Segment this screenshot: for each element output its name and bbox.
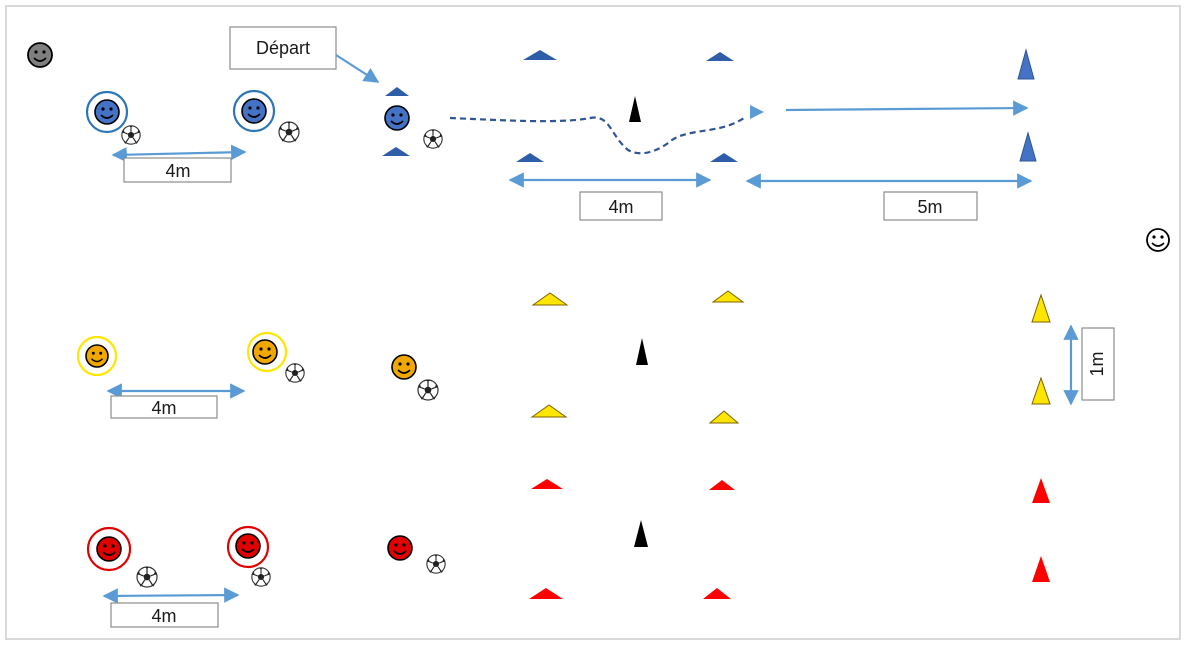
soccer-ball-icon bbox=[251, 567, 271, 587]
black-cone-icon bbox=[636, 338, 648, 365]
soccer-ball-icon bbox=[285, 363, 305, 383]
cone-icon bbox=[709, 480, 735, 490]
distance-label: 4m bbox=[110, 602, 219, 628]
cone-icon bbox=[529, 588, 563, 599]
svg-text:4m: 4m bbox=[151, 606, 176, 626]
distance-label: 5m bbox=[883, 191, 978, 221]
distance-label: 1m bbox=[1081, 327, 1115, 401]
arrow-head bbox=[750, 105, 764, 119]
distance-label: 4m bbox=[123, 157, 232, 183]
svg-text:4m: 4m bbox=[165, 161, 190, 181]
start-label-text: Départ bbox=[256, 38, 310, 58]
cone-icon bbox=[516, 153, 544, 162]
black-cone-icon bbox=[629, 96, 641, 122]
soccer-ball-icon bbox=[136, 566, 158, 588]
cone-icon bbox=[382, 147, 410, 156]
yellow-player-smiley-icon bbox=[391, 354, 417, 380]
red-row: 4m bbox=[86, 478, 1050, 628]
svg-text:4m: 4m bbox=[151, 398, 176, 418]
soccer-ball-icon bbox=[423, 129, 443, 149]
cone-icon bbox=[1017, 48, 1035, 80]
cone-icon bbox=[1031, 293, 1051, 323]
soccer-ball-icon bbox=[278, 121, 300, 143]
yellow-player-circled-1-smiley-icon bbox=[76, 335, 118, 377]
cone-icon bbox=[703, 588, 731, 599]
soccer-ball-icon bbox=[121, 125, 141, 145]
cone-icon bbox=[385, 87, 409, 96]
coach-smiley-icon bbox=[27, 42, 53, 68]
blue-player-smiley-icon bbox=[384, 105, 410, 131]
cone-icon bbox=[523, 50, 557, 60]
pass-arrow bbox=[785, 100, 1029, 116]
start-arrow bbox=[335, 54, 380, 83]
cone-icon bbox=[706, 52, 734, 61]
cone-icon bbox=[1019, 131, 1037, 162]
diagram-frame bbox=[5, 5, 1181, 640]
start-label: Départ bbox=[229, 26, 337, 70]
distance-label: 4m bbox=[110, 395, 218, 419]
soccer-ball-icon bbox=[426, 554, 446, 574]
blue-player-circled-1-smiley-icon bbox=[85, 90, 129, 134]
svg-text:5m: 5m bbox=[917, 197, 942, 217]
red-player-circled-1-smiley-icon bbox=[86, 526, 132, 572]
dribble-path bbox=[449, 116, 745, 155]
cone-icon bbox=[1031, 376, 1051, 405]
black-cone-icon bbox=[634, 520, 648, 547]
coach-smiley-right-icon bbox=[1146, 228, 1170, 252]
svg-text:4m: 4m bbox=[608, 197, 633, 217]
red-player-circled-2-smiley-icon bbox=[226, 525, 270, 569]
distance-label: 4m bbox=[579, 191, 663, 221]
cone-icon bbox=[711, 290, 745, 303]
red-player-smiley-icon bbox=[387, 535, 413, 561]
svg-text:1m: 1m bbox=[1087, 351, 1107, 376]
yellow-row: 4m 1m bbox=[76, 290, 1115, 424]
cone-icon bbox=[1032, 556, 1050, 582]
cone-icon bbox=[710, 153, 738, 162]
soccer-ball-icon bbox=[417, 379, 439, 401]
double-arrow-icon bbox=[102, 587, 240, 604]
cone-icon bbox=[531, 479, 563, 489]
cone-icon bbox=[531, 292, 569, 306]
cone-icon bbox=[708, 410, 740, 424]
blue-player-circled-2-smiley-icon bbox=[232, 89, 276, 133]
blue-row: 4m 4m 5m bbox=[85, 48, 1037, 221]
yellow-player-circled-2-smiley-icon bbox=[246, 331, 288, 373]
double-arrow-icon bbox=[111, 144, 247, 163]
cone-icon bbox=[530, 404, 568, 418]
cone-icon bbox=[1032, 478, 1050, 503]
